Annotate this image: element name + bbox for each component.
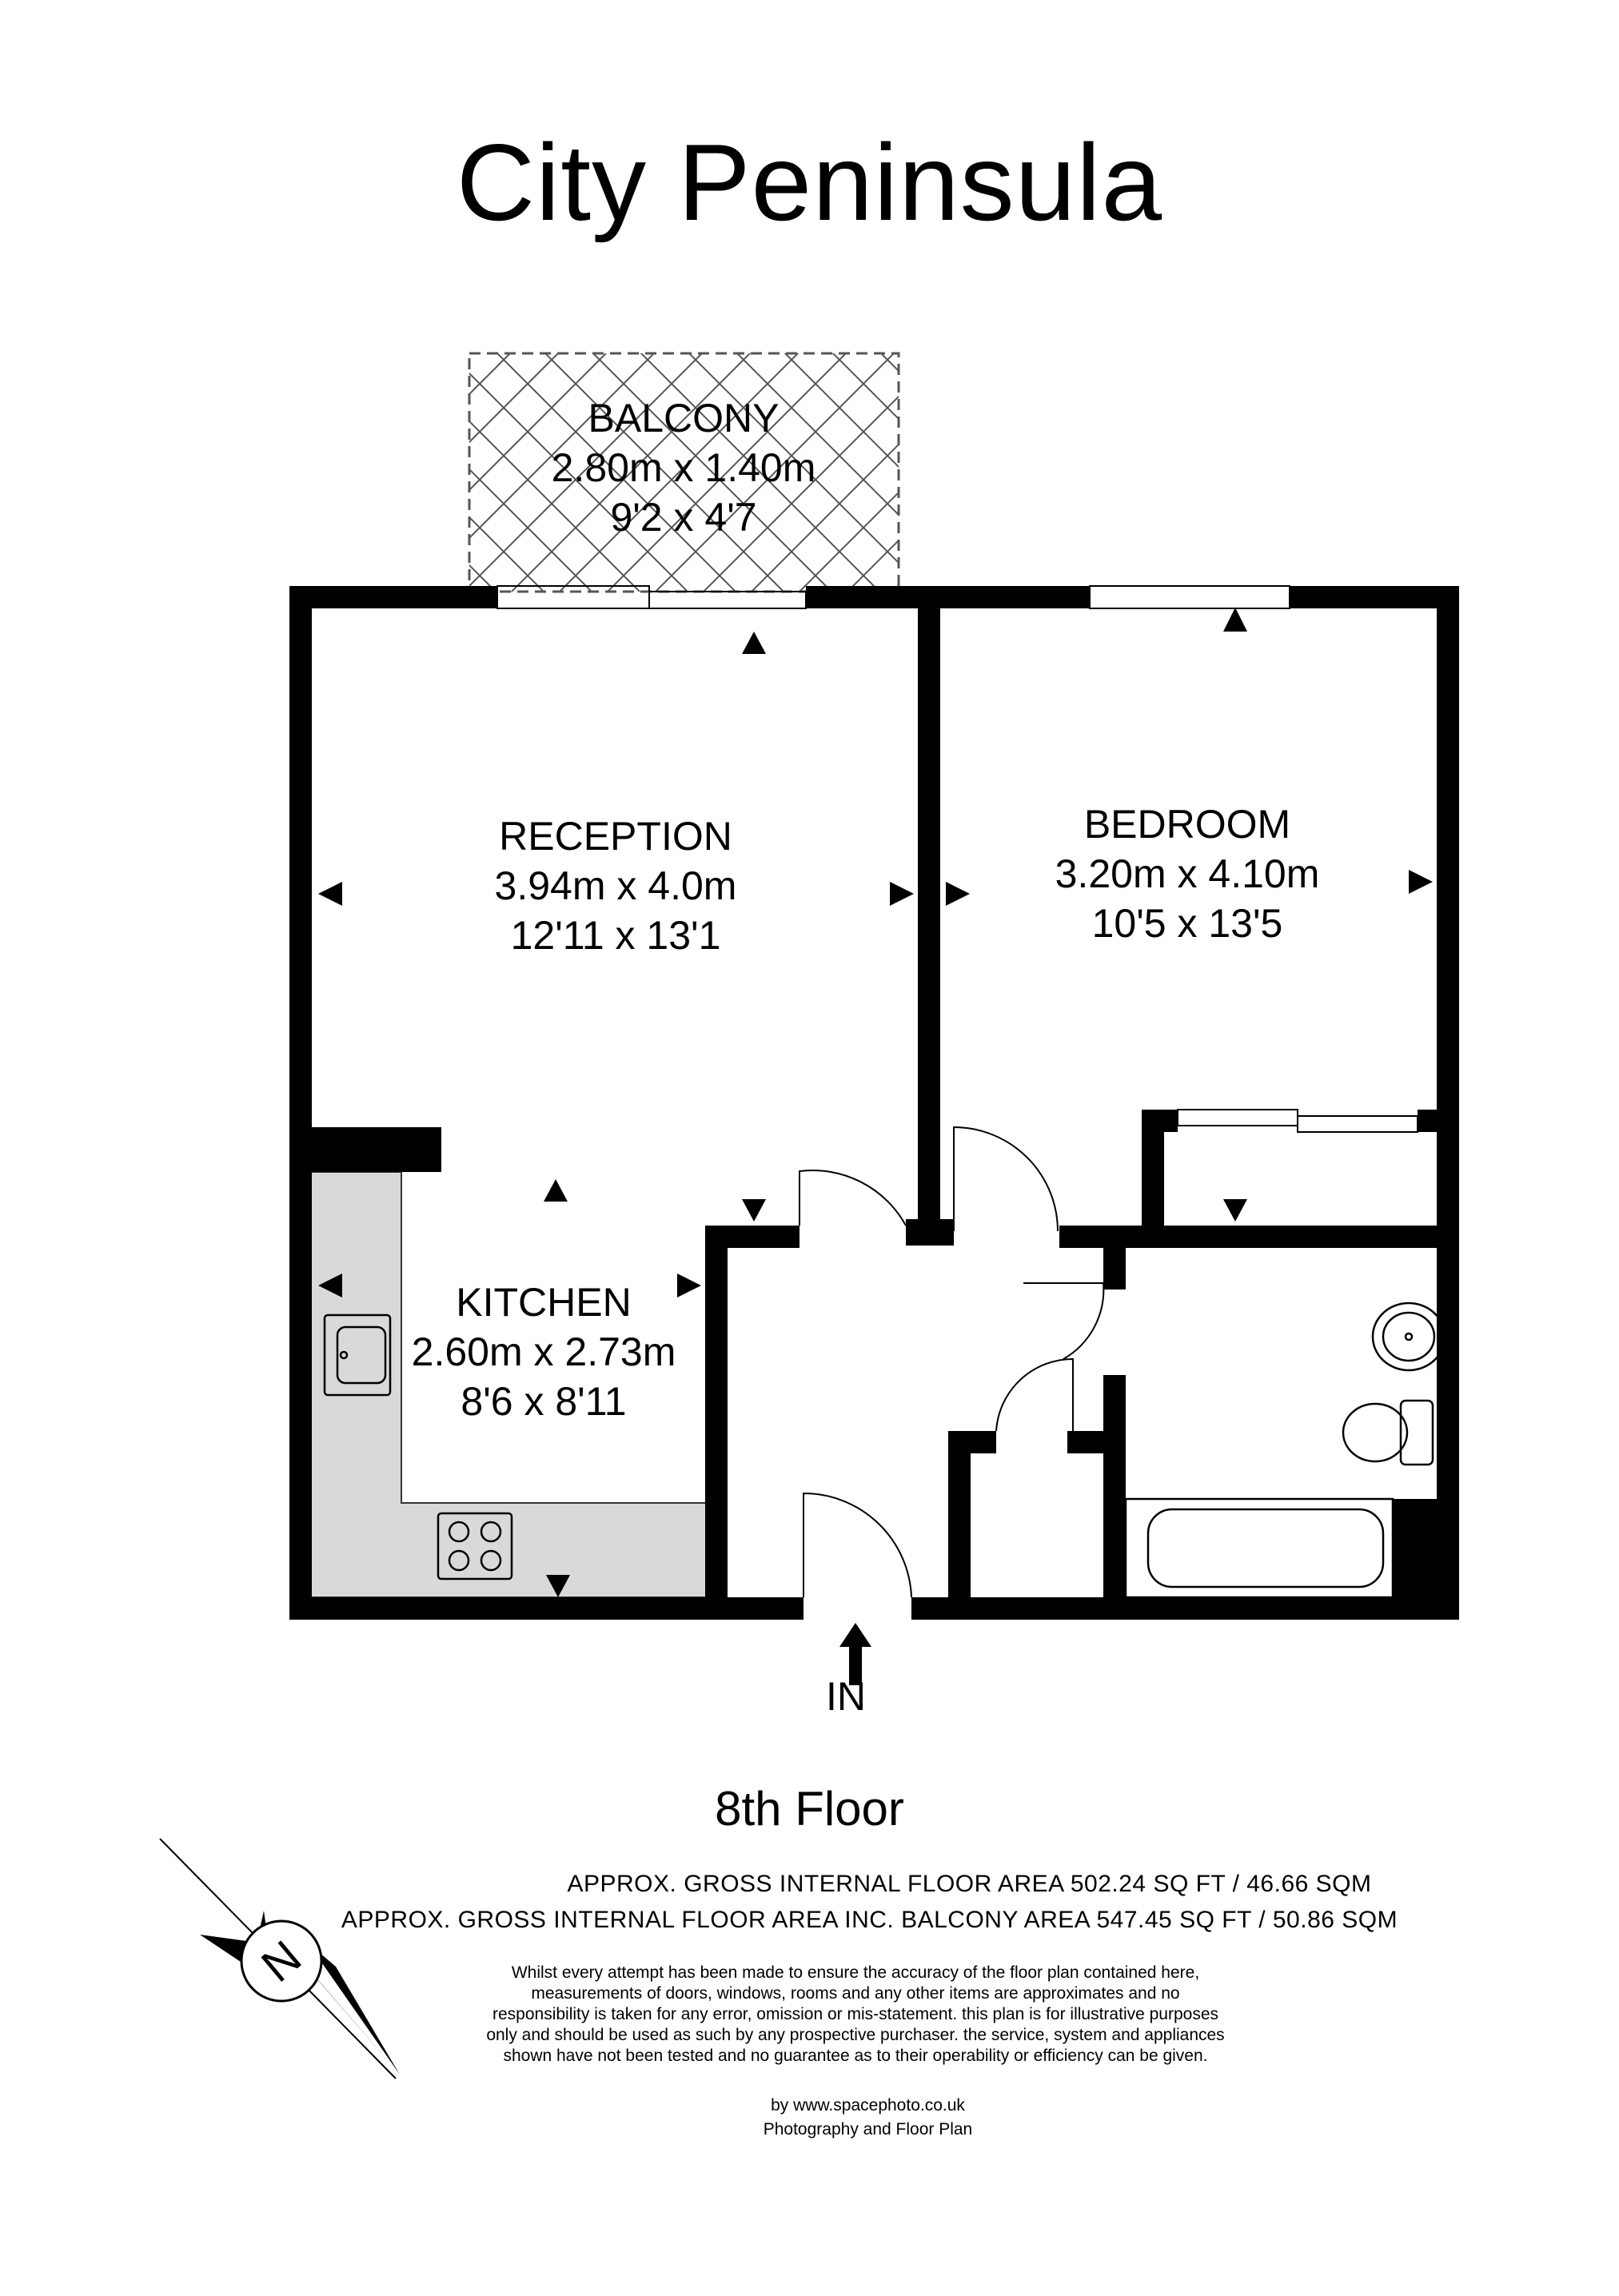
balcony-metric: 2.80m x 1.40m bbox=[551, 445, 816, 490]
kitchen-name: KITCHEN bbox=[456, 1280, 632, 1325]
balcony-imperial: 9'2 x 4'7 bbox=[610, 495, 757, 540]
disclaimer: Whilst every attempt has been made to en… bbox=[472, 1963, 1239, 2067]
reception-label: RECEPTION 3.94m x 4.0m 12'11 x 13'1 bbox=[416, 811, 815, 960]
balcony-area bbox=[468, 352, 900, 593]
entrance-arrow-icon bbox=[839, 1623, 871, 1685]
credit-url: by www.spacephoto.co.uk bbox=[771, 2096, 965, 2115]
hob-icon bbox=[437, 1512, 513, 1580]
reception-metric: 3.94m x 4.0m bbox=[494, 863, 737, 908]
gross-area: APPROX. GROSS INTERNAL FLOOR AREA 502.24… bbox=[567, 1871, 1372, 1897]
floor-label: 8th Floor bbox=[715, 1782, 904, 1836]
basin-icon bbox=[1371, 1301, 1446, 1372]
walls bbox=[289, 586, 1459, 1620]
kitchen-imperial: 8'6 x 8'11 bbox=[461, 1379, 627, 1424]
bedroom-metric: 3.20m x 4.10m bbox=[1055, 851, 1320, 896]
kitchen-label: KITCHEN 2.60m x 2.73m 8'6 x 8'11 bbox=[368, 1278, 720, 1426]
disclaimer-line: responsibility is taken for any error, o… bbox=[492, 2005, 1219, 2023]
entrance-label: IN bbox=[826, 1674, 866, 1719]
disclaimer-line: measurements of doors, windows, rooms an… bbox=[531, 1984, 1180, 2003]
bedroom-imperial: 10'5 x 13'5 bbox=[1091, 901, 1283, 946]
reception-name: RECEPTION bbox=[499, 814, 732, 859]
toilet-icon bbox=[1342, 1399, 1434, 1466]
credit-tagline: Photography and Floor Plan bbox=[763, 2120, 973, 2139]
balcony-label: BALCONY 2.80m x 1.40m 9'2 x 4'7 bbox=[480, 393, 887, 542]
bedroom-name: BEDROOM bbox=[1083, 802, 1291, 847]
disclaimer-line: shown have not been tested and no guaran… bbox=[503, 2047, 1208, 2065]
bathtub-icon bbox=[1124, 1497, 1394, 1599]
gross-area-inc-balcony: APPROX. GROSS INTERNAL FLOOR AREA INC. B… bbox=[341, 1907, 1398, 1933]
compass-icon bbox=[159, 1838, 400, 2079]
bedroom-label: BEDROOM 3.20m x 4.10m 10'5 x 13'5 bbox=[987, 799, 1387, 948]
windows bbox=[496, 585, 1418, 1133]
kitchen-metric: 2.60m x 2.73m bbox=[411, 1329, 676, 1374]
reception-imperial: 12'11 x 13'1 bbox=[510, 913, 721, 958]
sink-icon bbox=[323, 1313, 392, 1397]
disclaimer-line: only and should be used as such by any p… bbox=[486, 2026, 1225, 2044]
page-title: City Peninsula bbox=[456, 122, 1163, 243]
balcony-name: BALCONY bbox=[588, 396, 780, 440]
doors bbox=[799, 1126, 1105, 1598]
dimension-arrows bbox=[318, 608, 1433, 1597]
disclaimer-line: Whilst every attempt has been made to en… bbox=[511, 1963, 1200, 1982]
